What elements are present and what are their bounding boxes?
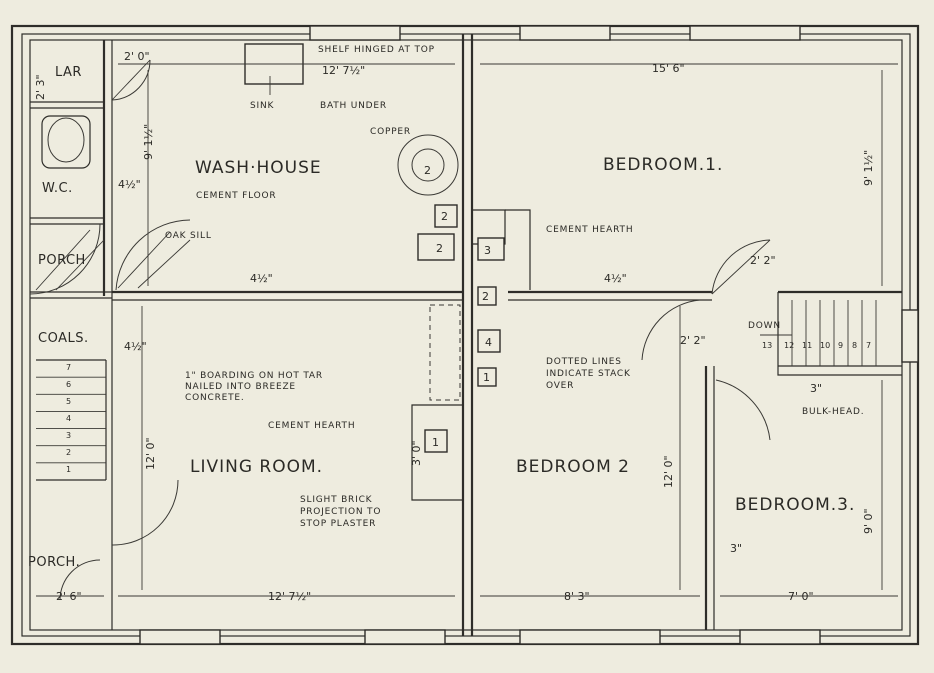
room-label-wash-house: WASH·HOUSE (195, 158, 322, 178)
dim-label: 2' 2" (750, 254, 776, 267)
room-labels: WASH·HOUSE BEDROOM.1. BEDROOM 2 BEDROOM.… (28, 65, 855, 570)
note-cement-hearth-bedroom: CEMENT HEARTH (546, 225, 633, 235)
note-bath-under: BATH UNDER (320, 101, 387, 111)
flue-label-7: 1 (432, 436, 439, 449)
dimension-lines (36, 63, 898, 597)
note-slight-brick: STOP PLASTER (300, 519, 376, 529)
interior-walls (30, 34, 902, 636)
stairs-left-labels: 7 6 5 4 3 2 1 (66, 363, 71, 474)
stair-step: 9 (838, 341, 843, 350)
note-boarding: NAILED INTO BREEZE (185, 382, 296, 392)
stair-step: 7 (866, 341, 871, 350)
stair-step: 7 (66, 363, 71, 372)
note-oak-sill: OAK SILL (165, 231, 212, 241)
stairs-left (36, 359, 107, 481)
dim-label: 2' 2" (680, 334, 706, 347)
stair-step: 5 (66, 397, 71, 406)
note-dotted: DOTTED LINES (546, 357, 622, 367)
flue-label-4: 2 (482, 290, 489, 303)
dim-label: 2' 0" (124, 50, 150, 63)
dim-label: 2' 6" (56, 590, 82, 603)
room-label-bedroom-2: BEDROOM 2 (516, 457, 630, 477)
dim-label: 4½" (604, 272, 627, 285)
room-label-coals: COALS. (38, 331, 89, 346)
note-down: DOWN (748, 321, 781, 331)
wc-pan (47, 117, 85, 163)
dim-label: 12' 7½" (322, 64, 365, 77)
dim-label: 9' 1½" (862, 150, 875, 186)
dim-label: 7' 0" (788, 590, 814, 603)
flue-label-8: 2 (424, 164, 431, 177)
stair-step: 11 (802, 341, 812, 350)
flue-label-6: 1 (483, 371, 490, 384)
windows (139, 25, 919, 645)
note-slight-brick: SLIGHT BRICK (300, 495, 373, 505)
dim-label: 8' 3" (564, 590, 590, 603)
flue-label-5: 4 (485, 336, 492, 349)
copper-inner (411, 148, 445, 182)
room-label-wc: W.C. (42, 181, 73, 196)
stair-step: 13 (762, 341, 772, 350)
note-slight-brick: PROJECTION TO (300, 507, 381, 517)
dimension-labels: 12' 7½" 15' 6" 9' 1½" 9' 1½" 4½" 4½" 4½"… (34, 50, 875, 603)
fixtures (41, 76, 459, 196)
copper-outer (397, 134, 459, 196)
note-bulk-head: BULK-HEAD. (802, 407, 864, 417)
dim-label: 4½" (250, 272, 273, 285)
room-label-porch-top: PORCH (38, 253, 86, 268)
note-dotted: OVER (546, 381, 574, 391)
room-label-bedroom-3: BEDROOM.3. (735, 495, 855, 515)
stairs-right: 13 12 11 10 9 8 7 (760, 300, 877, 366)
dim-label: 2' 3" (34, 74, 47, 100)
dim-label: 3" (730, 542, 742, 555)
dim-label: 3' 0" (410, 440, 423, 466)
porch-hatching (35, 229, 191, 291)
stair-step: 12 (784, 341, 794, 350)
note-copper: COPPER (370, 127, 411, 137)
stair-step: 4 (66, 414, 71, 423)
flue-label-3: 3 (484, 244, 491, 257)
stair-step: 3 (66, 431, 71, 440)
room-label-bedroom-1: BEDROOM.1. (603, 155, 723, 175)
dim-label: 12' 7½" (268, 590, 311, 603)
dim-label: 9' 0" (862, 508, 875, 534)
stair-step: 8 (852, 341, 857, 350)
dim-label: 12' 0" (662, 455, 675, 488)
stair-step: 2 (66, 448, 71, 457)
stair-step: 1 (66, 465, 71, 474)
note-cement-floor: CEMENT FLOOR (196, 191, 276, 201)
room-label-larder: LAR (55, 65, 82, 80)
note-cement-hearth-living: CEMENT HEARTH (268, 421, 355, 431)
stair-step: 6 (66, 380, 71, 389)
stair-step: 10 (820, 341, 830, 350)
room-label-porch-bottom: PORCH. (28, 555, 80, 570)
flue-boxes: 2 2 3 2 4 1 1 2 (417, 164, 505, 453)
note-sink: SINK (250, 101, 274, 111)
door-swings (29, 59, 771, 601)
dim-label: 15' 6" (652, 62, 685, 75)
flue-label-1: 2 (441, 210, 448, 223)
flue-label-2: 2 (436, 242, 443, 255)
note-dotted: INDICATE STACK (546, 369, 631, 379)
dim-label: 9' 1½" (142, 124, 155, 160)
note-boarding: CONCRETE. (185, 393, 245, 403)
note-boarding: 1" BOARDING ON HOT TAR (185, 371, 323, 381)
dim-label: 4½" (118, 178, 141, 191)
dim-label: 12' 0" (144, 437, 157, 470)
dim-label: 3" (810, 382, 822, 395)
annotations: SHELF HINGED AT TOP SINK BATH UNDER COPP… (165, 45, 864, 529)
dim-label: 4½" (124, 340, 147, 353)
note-shelf: SHELF HINGED AT TOP (318, 45, 435, 55)
room-label-living-room: LIVING ROOM. (190, 457, 323, 477)
